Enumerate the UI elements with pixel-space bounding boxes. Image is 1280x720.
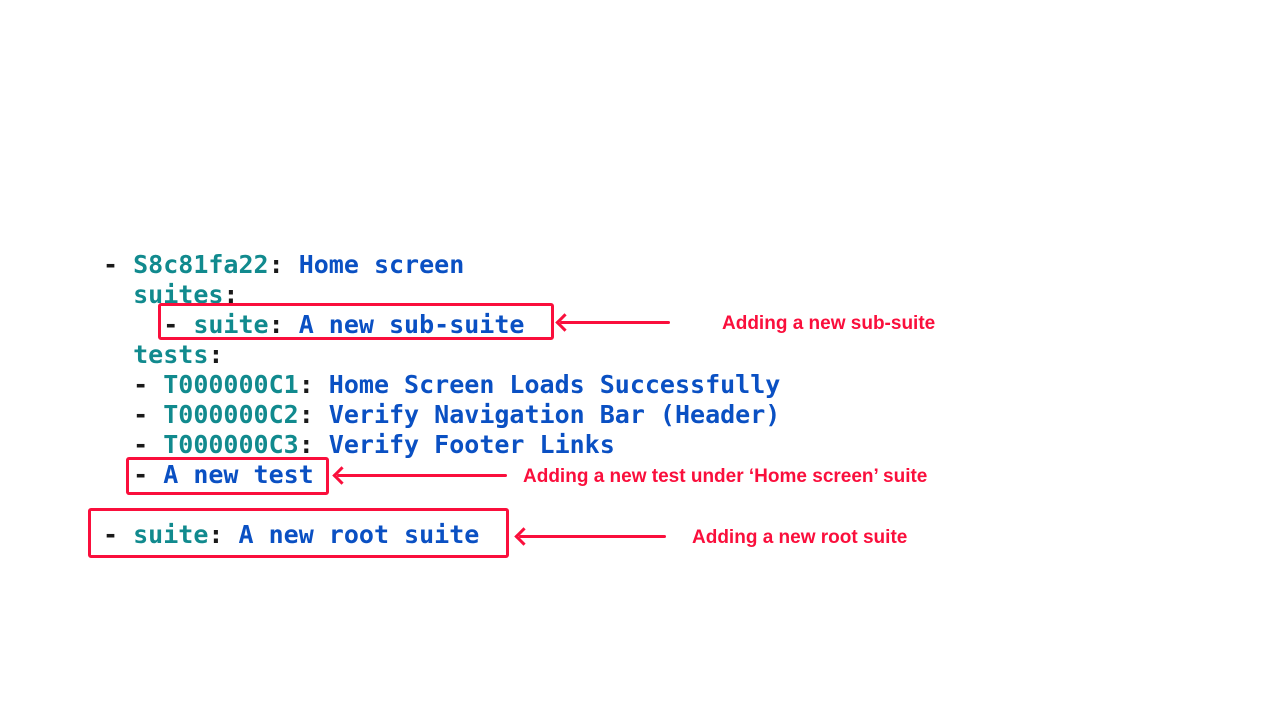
yaml-punctuation [103,340,133,369]
yaml-key: T000000C3 [163,430,299,459]
yaml-punctuation: : [208,520,224,549]
yaml-punctuation: - [103,310,194,339]
yaml-value: Verify Navigation Bar (Header) [313,400,781,429]
code-line: - A new test [103,460,780,490]
yaml-punctuation: - [103,430,164,459]
yaml-punctuation: : [268,310,284,339]
arrow-shaft [560,321,670,324]
arrow-shaft [337,474,507,477]
yaml-value: Home screen [283,250,465,279]
yaml-punctuation: - [103,370,164,399]
arrow-new-test [332,466,507,485]
yaml-code-block: - S8c81fa22: Home screen suites: - suite… [103,250,780,550]
code-line: - S8c81fa22: Home screen [103,250,780,280]
yaml-key: T000000C2 [163,400,299,429]
code-line: - T000000C3: Verify Footer Links [103,430,780,460]
yaml-punctuation: : [268,250,284,279]
yaml-value: A new sub-suite [283,310,525,339]
yaml-value: A new test [163,460,314,489]
yaml-punctuation: : [208,340,224,369]
highlight-box-root-suite [88,508,509,558]
yaml-key: suite [193,310,269,339]
code-line: - suite: A new root suite [103,520,780,550]
yaml-key: T000000C1 [163,370,299,399]
yaml-punctuation: - [103,250,134,279]
yaml-punctuation: - [103,460,164,489]
yaml-punctuation: : [223,280,239,309]
annotation-label-sub-suite: Adding a new sub-suite [722,313,936,334]
yaml-punctuation: - [103,400,164,429]
code-line: - T000000C2: Verify Navigation Bar (Head… [103,400,780,430]
yaml-key: tests [133,340,209,369]
yaml-key: S8c81fa22 [133,250,269,279]
arrow-shaft [519,535,666,538]
yaml-punctuation: : [298,370,314,399]
yaml-punctuation: - [103,520,134,549]
yaml-key: suite [133,520,209,549]
annotation-label-root-suite: Adding a new root suite [692,527,908,548]
yaml-punctuation: : [298,430,314,459]
highlight-box-new-test [126,457,329,495]
yaml-value: A new root suite [223,520,480,549]
annotation-label-new-test: Adding a new test under ‘Home screen’ su… [523,466,928,487]
yaml-punctuation: : [298,400,314,429]
yaml-value: Verify Footer Links [313,430,615,459]
code-line: - T000000C1: Home Screen Loads Successfu… [103,370,780,400]
code-line: - suite: A new sub-suite [103,310,780,340]
yaml-value: Home Screen Loads Successfully [313,370,781,399]
highlight-box-sub-suite [158,303,554,340]
arrow-sub-suite [555,313,670,332]
yaml-punctuation [103,280,133,309]
arrow-root-suite [514,527,666,546]
code-line: tests: [103,340,780,370]
